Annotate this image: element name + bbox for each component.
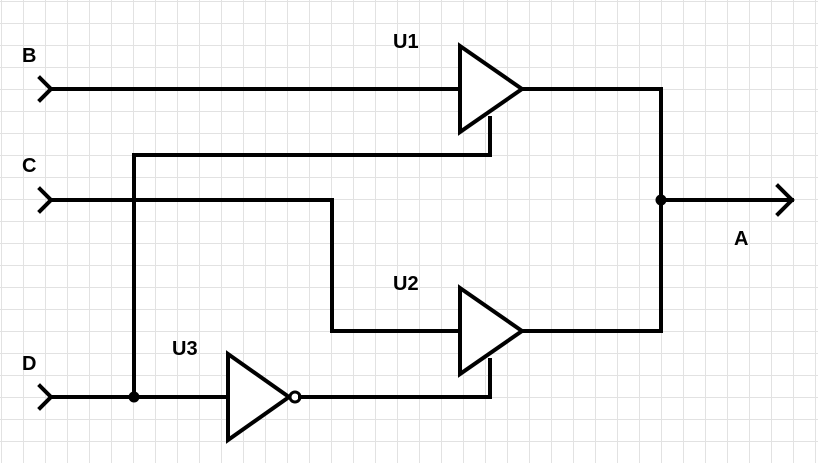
label-a: A [734, 228, 748, 250]
inverter-u3[interactable]: U3 [172, 338, 492, 444]
input-port-c[interactable]: C [22, 155, 462, 333]
wire-u3-enable-u2 [298, 358, 492, 399]
wire-output-bus [520, 87, 663, 333]
buffer-u1[interactable]: U1 [393, 31, 526, 136]
label-u3: U3 [172, 338, 198, 360]
junction-dot [128, 391, 140, 403]
label-u1: U1 [393, 31, 419, 53]
wire-d-enable-u1 [132, 116, 492, 399]
output-port-a[interactable]: A [659, 183, 795, 250]
label-u2: U2 [393, 273, 419, 295]
tristate-buffer-icon [458, 284, 526, 378]
inverter-icon [226, 350, 293, 444]
tristate-buffer-icon [458, 42, 526, 136]
wire-c [49, 198, 462, 333]
buffer-u2[interactable]: U2 [393, 273, 526, 378]
label-b: B [22, 45, 36, 67]
input-port-b[interactable]: B [22, 45, 462, 103]
input-port-d[interactable]: D [22, 116, 492, 411]
output-arrow-icon [775, 183, 795, 217]
label-c: C [22, 155, 36, 177]
label-d: D [22, 353, 36, 375]
